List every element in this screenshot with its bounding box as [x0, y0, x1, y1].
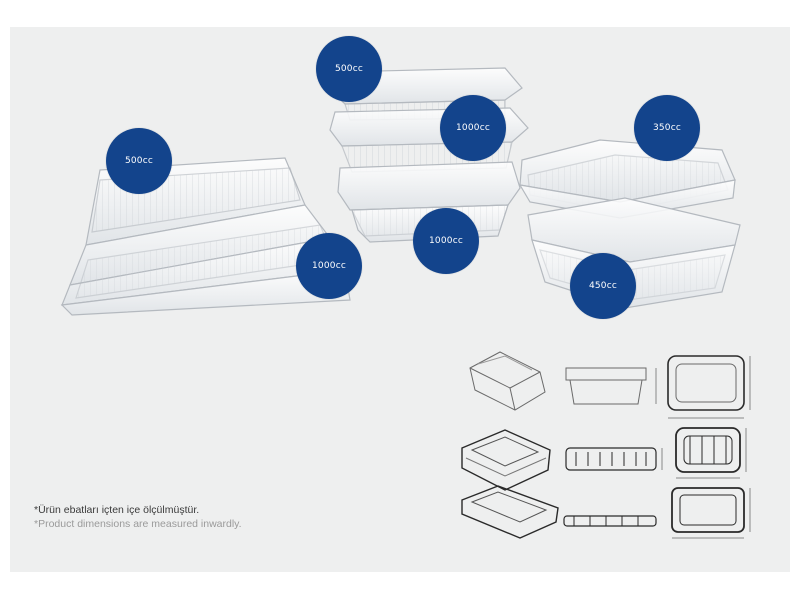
measurement-note-turkish: *Ürün ebatları içten içe ölçülmüştür.: [34, 504, 200, 516]
measurement-note-english: *Product dimensions are measured inwardl…: [34, 518, 242, 530]
drawing-row-3: [461, 485, 751, 539]
capacity-badge-middle-bottom: 1000cc: [413, 208, 479, 274]
drawing-row-1: [469, 351, 751, 419]
drawing-row-2: [461, 427, 747, 491]
capacity-badge-right-top: 350cc: [634, 95, 700, 161]
capacity-badge-middle-mid: 1000cc: [440, 95, 506, 161]
capacity-badge-middle-top: 500cc: [316, 36, 382, 102]
left-container: [60, 157, 351, 316]
capacity-badge-right-bottom: 450cc: [570, 253, 636, 319]
capacity-badge-left-lid: 500cc: [106, 128, 172, 194]
capacity-badge-left-base: 1000cc: [296, 233, 362, 299]
measurement-note: *Ürün ebatları içten içe ölçülmüştür. *P…: [34, 503, 242, 531]
